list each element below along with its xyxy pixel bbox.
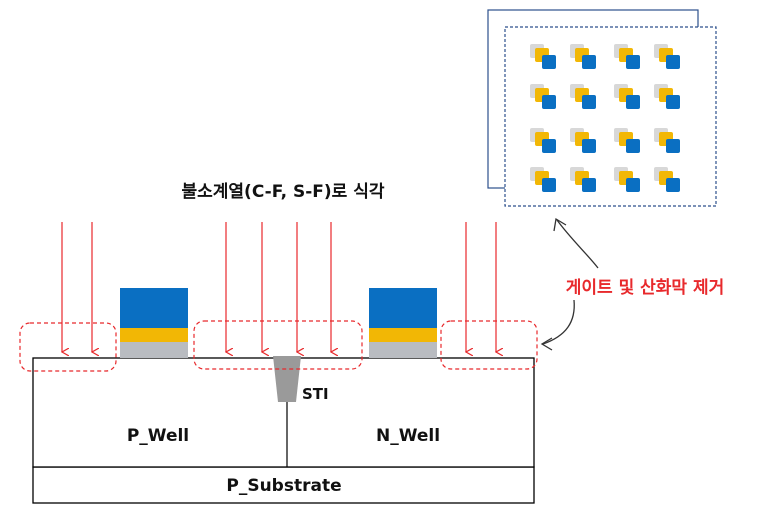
sti-label: STI bbox=[302, 385, 329, 403]
chip bbox=[654, 44, 680, 69]
inset-wafer-view bbox=[487, 9, 717, 207]
gate-layer bbox=[369, 328, 437, 342]
chip bbox=[654, 84, 680, 109]
chip bbox=[654, 128, 680, 153]
chip bbox=[570, 167, 596, 192]
chip-gate bbox=[626, 95, 640, 109]
chip bbox=[530, 128, 556, 153]
chip bbox=[614, 84, 640, 109]
gate-stack-right bbox=[369, 288, 437, 358]
diagram-title: 불소계열(C-F, S-F)로 식각 bbox=[181, 182, 384, 202]
callout-arrow-down bbox=[542, 299, 575, 345]
gate-oxide bbox=[120, 342, 188, 358]
callout-arrow-down-head bbox=[540, 337, 553, 351]
callout-arrow-up bbox=[556, 219, 599, 269]
chip-gate bbox=[626, 178, 640, 192]
chip-gate bbox=[582, 55, 596, 69]
callout-arrows bbox=[540, 217, 599, 351]
gate-stack-left bbox=[120, 288, 188, 358]
chip-gate bbox=[582, 178, 596, 192]
etch-regions bbox=[19, 320, 538, 372]
chip-grid bbox=[530, 44, 680, 192]
substrate-label: P_Substrate bbox=[226, 476, 341, 496]
chip-gate bbox=[666, 139, 680, 153]
chip-gate bbox=[666, 95, 680, 109]
chip-gate bbox=[626, 139, 640, 153]
etch-region-left bbox=[19, 322, 117, 372]
chip-gate bbox=[542, 55, 556, 69]
etch-arrows bbox=[62, 222, 496, 352]
chip bbox=[614, 44, 640, 69]
chip bbox=[530, 167, 556, 192]
etch-region-right bbox=[440, 320, 538, 370]
gate-oxide bbox=[369, 342, 437, 358]
callout-arrow-up-head bbox=[553, 217, 567, 232]
p-well-label: P_Well bbox=[127, 426, 189, 446]
chip-gate bbox=[542, 178, 556, 192]
sti-trench bbox=[273, 356, 301, 402]
chip-gate bbox=[666, 178, 680, 192]
callout-label: 게이트 및 산화막 제거 bbox=[566, 278, 725, 298]
chip-gate bbox=[542, 139, 556, 153]
chip-gate bbox=[582, 95, 596, 109]
chip-gate bbox=[666, 55, 680, 69]
chip-gate bbox=[582, 139, 596, 153]
gate-electrode bbox=[120, 288, 188, 328]
wafer bbox=[32, 356, 535, 504]
n-well-label: N_Well bbox=[376, 426, 440, 446]
chip bbox=[570, 84, 596, 109]
substrate-box bbox=[32, 466, 535, 504]
chip bbox=[614, 128, 640, 153]
chip-gate bbox=[542, 95, 556, 109]
chip bbox=[614, 167, 640, 192]
chip bbox=[570, 44, 596, 69]
etch-region-center bbox=[193, 320, 363, 370]
chip bbox=[570, 128, 596, 153]
gate-layer bbox=[120, 328, 188, 342]
chip bbox=[530, 84, 556, 109]
chip bbox=[654, 167, 680, 192]
gate-electrode bbox=[369, 288, 437, 328]
chip-gate bbox=[626, 55, 640, 69]
chip bbox=[530, 44, 556, 69]
